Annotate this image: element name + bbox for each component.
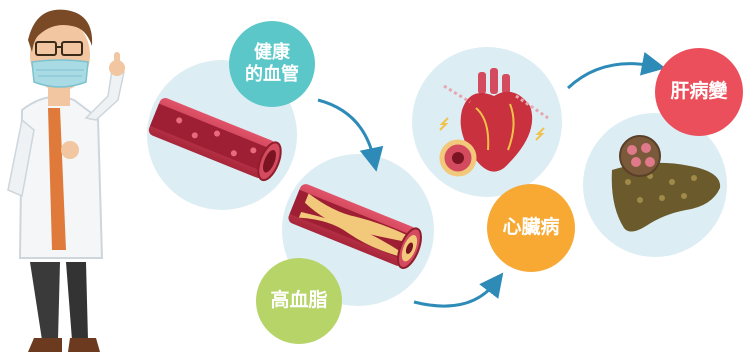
arrow-hyperlipidemia-to-heart: [414, 282, 496, 306]
stage-label-healthy-line1: 健康: [245, 42, 299, 65]
stage-label-hyperlipidemia: 高血脂: [256, 258, 342, 344]
stage-label-liver-disease: 肝病變: [655, 48, 743, 136]
stage-label-healthy-line2: 的血管: [245, 64, 299, 87]
stage-label-heart-disease-text: 心臟病: [502, 216, 559, 240]
arrow-heart-to-liver: [568, 64, 654, 88]
arrow-healthy-to-hyperlipidemia: [318, 100, 374, 160]
stage-label-hyperlipidemia-text: 高血脂: [270, 289, 327, 313]
stage-label-liver-disease-text: 肝病變: [670, 80, 727, 104]
doctor-illustration: [8, 10, 125, 352]
stage-label-healthy-vessels: 健康 的血管: [229, 21, 315, 107]
stage-label-heart-disease: 心臟病: [487, 184, 575, 272]
